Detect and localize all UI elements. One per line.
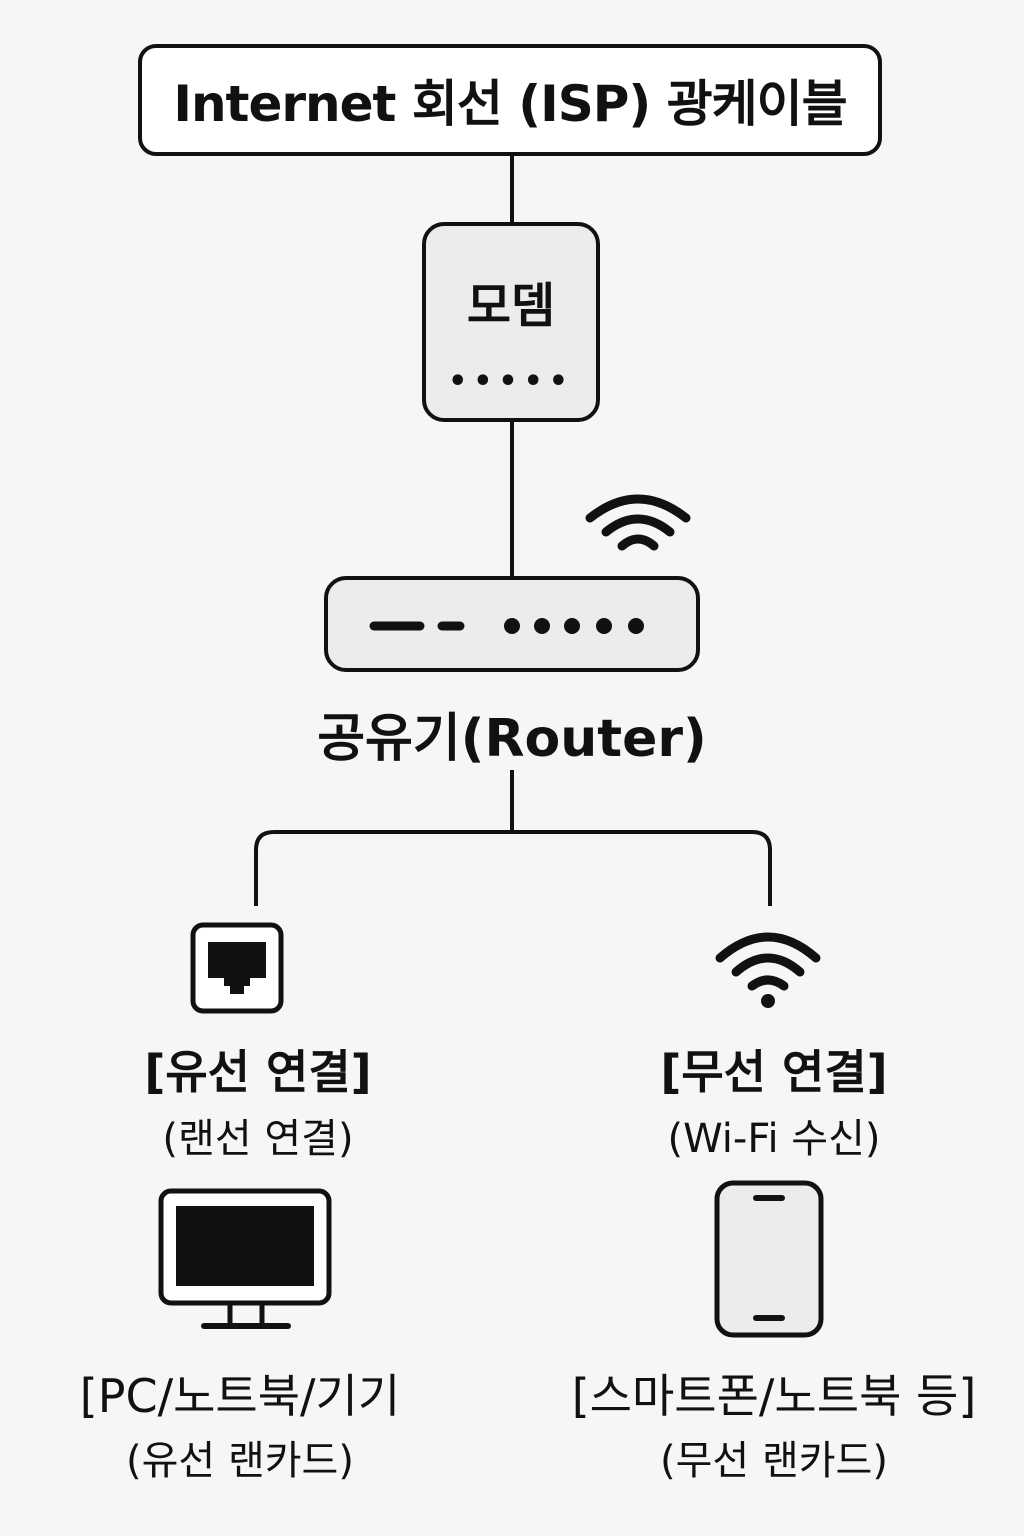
wired-title: [유선 연결]	[144, 1045, 372, 1099]
wifi-icon	[715, 932, 821, 1008]
wireless-device-title: [스마트폰/노트북 등]	[571, 1369, 977, 1423]
modem-device: 모뎀 •••••	[422, 222, 600, 422]
wired-device-title: [PC/노트북/기기	[79, 1369, 401, 1423]
wifi-icon	[585, 494, 691, 551]
isp-to-modem-line	[510, 156, 514, 222]
wired-device-subtitle: (유선 랜카드)	[126, 1438, 354, 1484]
wireless-subtitle: (Wi-Fi 수신)	[667, 1116, 881, 1162]
isp-label: Internet 회선 (ISP) 광케이블	[173, 75, 847, 133]
wireless-title: [무선 연결]	[660, 1045, 888, 1099]
router-device	[324, 576, 700, 672]
router-status-lights	[369, 618, 644, 634]
smartphone-icon	[714, 1180, 824, 1338]
router-to-branch-line	[510, 770, 514, 832]
monitor-icon	[158, 1188, 332, 1329]
isp-box: Internet 회선 (ISP) 광케이블	[138, 44, 882, 156]
wireless-device-subtitle: (무선 랜카드)	[660, 1438, 888, 1484]
modem-status-lights: •••••	[448, 364, 574, 399]
wired-subtitle: (랜선 연결)	[162, 1116, 354, 1162]
modem-to-router-line	[510, 422, 514, 576]
modem-label: 모뎀	[466, 278, 556, 334]
router-label: 공유기(Router)	[317, 709, 707, 769]
ethernet-port-icon	[190, 922, 284, 1014]
branch-connector	[254, 830, 772, 906]
